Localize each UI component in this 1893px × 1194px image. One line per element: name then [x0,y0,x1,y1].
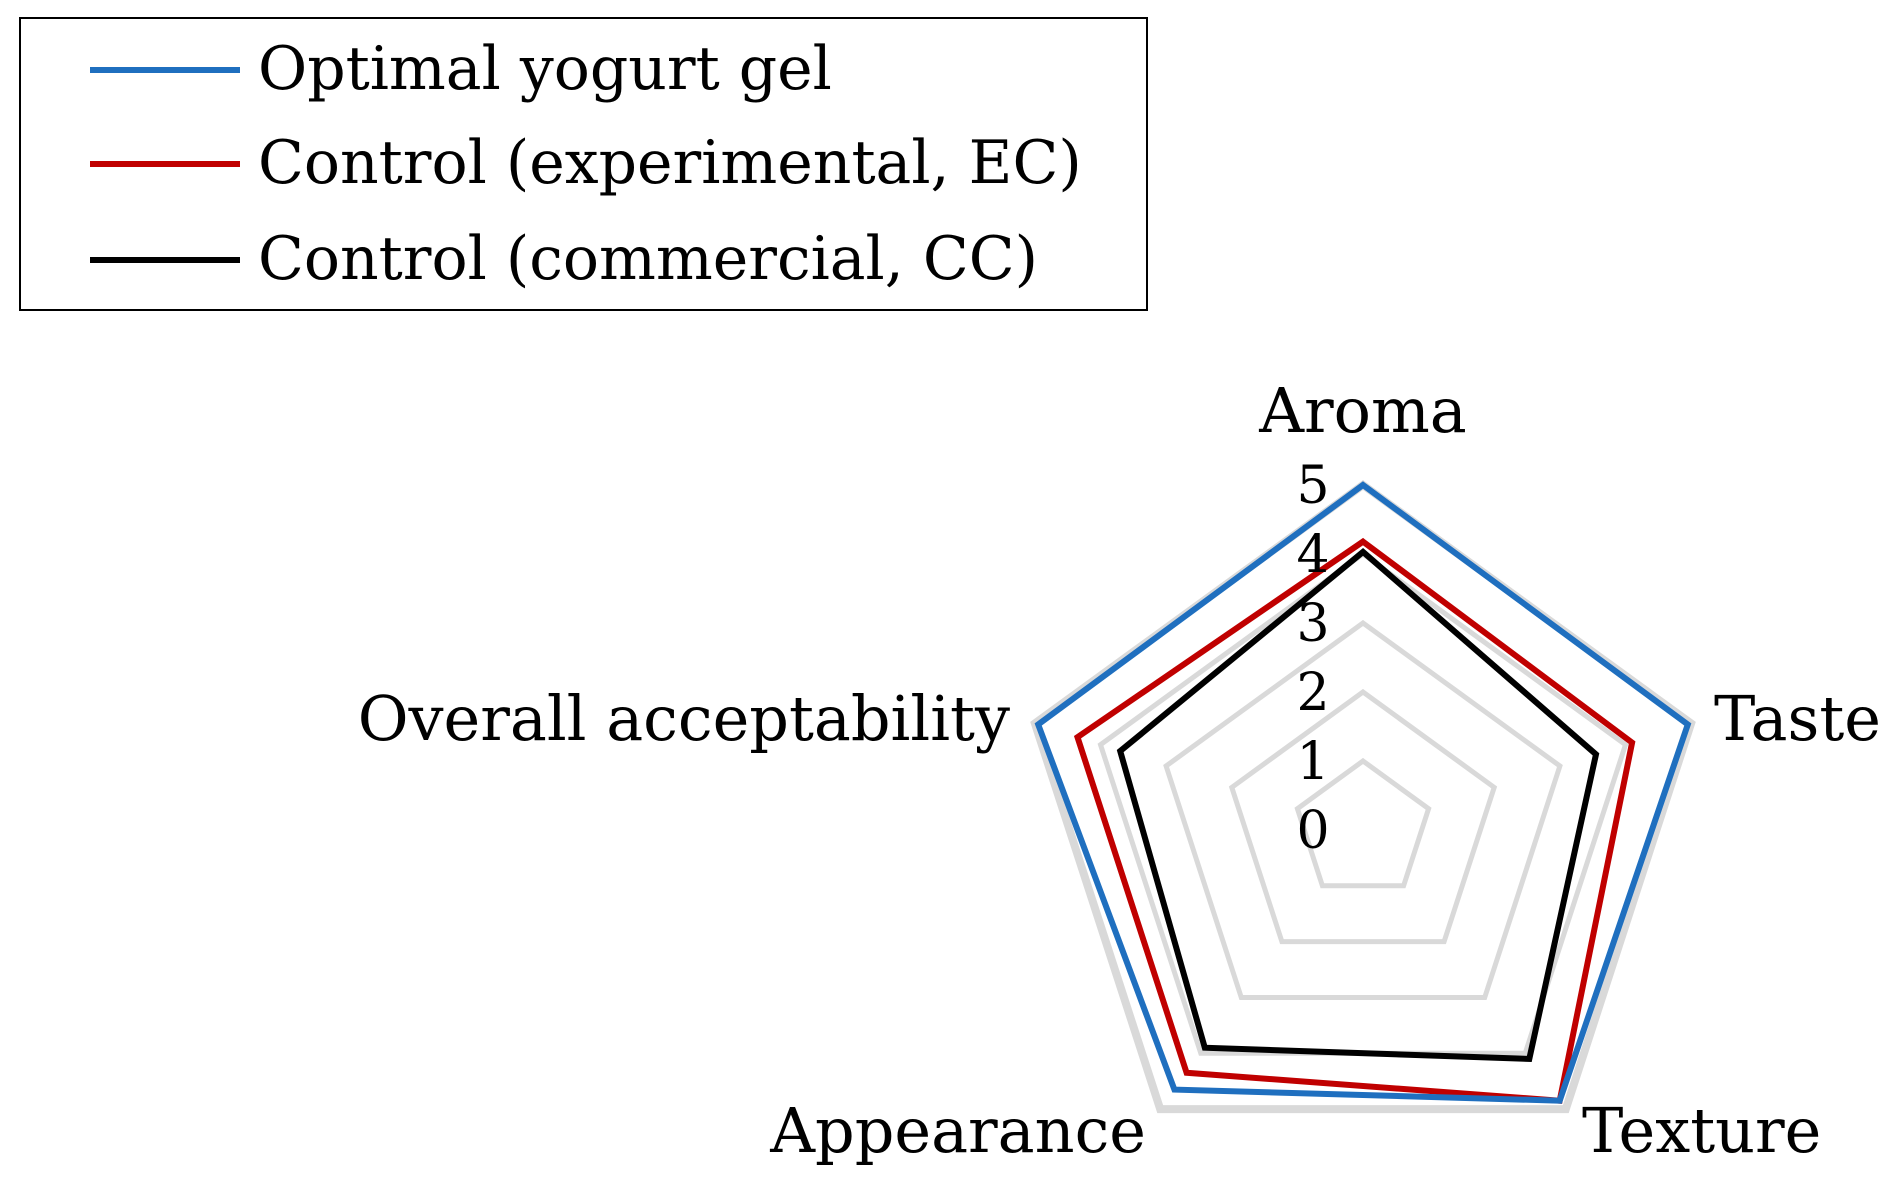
radial-tick-labels: 0 1 2 3 4 5 [1296,456,1329,861]
axis-label-taste: Taste [1714,682,1881,755]
tick-label-1: 1 [1296,732,1329,792]
series-line-0 [1034,481,1692,1104]
axis-label-appearance: Appearance [769,1094,1146,1167]
legend-label-optimal: Optimal yogurt gel [258,34,832,104]
axis-label-texture: Texture [1582,1094,1821,1167]
legend-label-experimental-control: Control (experimental, EC) [258,128,1082,198]
grid-ring-1 [1294,757,1432,889]
tick-label-0: 0 [1296,801,1329,861]
legend-item-commercial-control: Control (commercial, CC) [90,224,1038,294]
legend-item-experimental-control: Control (experimental, EC) [90,128,1082,198]
axis-labels: Aroma Taste Texture Appearance Overall a… [358,374,1881,1167]
grid-ring-2 [1228,688,1498,945]
tick-label-2: 2 [1296,663,1329,723]
tick-label-4: 4 [1296,525,1329,585]
tick-label-3: 3 [1296,594,1329,654]
grid-ring-3 [1163,619,1563,1000]
axis-label-aroma: Aroma [1258,374,1467,447]
legend-item-optimal: Optimal yogurt gel [90,34,832,104]
axis-label-overall-acceptability: Overall acceptability [358,682,1010,755]
legend-label-commercial-control: Control (commercial, CC) [258,224,1038,294]
legend: Optimal yogurt gel Control (experimental… [19,17,1148,311]
radar-series [1034,481,1692,1104]
series-line-1 [1073,537,1636,1104]
tick-label-5: 5 [1296,456,1329,516]
series-line-2 [1116,547,1600,1062]
